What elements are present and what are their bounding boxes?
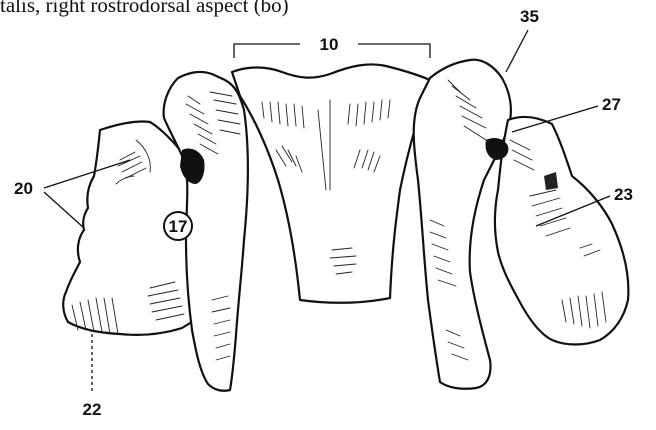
leader-20-b bbox=[44, 192, 84, 228]
label-20: 20 bbox=[14, 179, 33, 198]
leader-35 bbox=[506, 30, 528, 72]
label-23: 23 bbox=[614, 185, 633, 204]
label-10: 10 bbox=[320, 35, 339, 54]
label-22: 22 bbox=[83, 400, 102, 419]
label-17: 17 bbox=[169, 217, 188, 236]
central-saddle-outline bbox=[232, 64, 430, 302]
label-35: 35 bbox=[520, 7, 539, 26]
figure-caption: talis, right rostrodorsal aspect (bo) bbox=[0, 0, 289, 17]
label-27: 27 bbox=[602, 95, 621, 114]
